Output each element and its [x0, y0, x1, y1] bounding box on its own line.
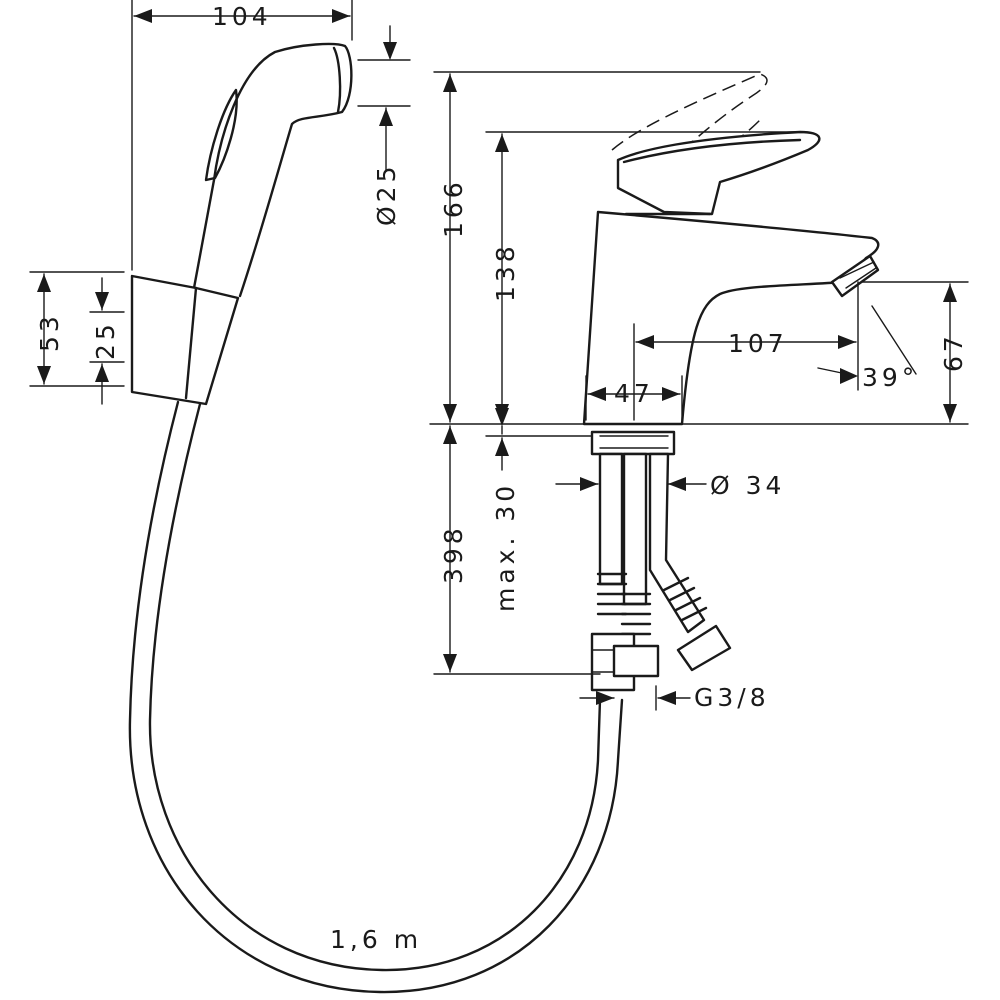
- dim-tap-height-spout: 138: [491, 242, 520, 302]
- basin-mixer: [582, 73, 880, 426]
- bidet-handset: [192, 42, 353, 298]
- tail-fittings: [590, 430, 732, 692]
- dimension-lines: [29, 0, 969, 711]
- dim-handset-diameter: Ø25: [372, 163, 401, 227]
- dim-base-width: 47: [614, 379, 654, 408]
- dim-spout-clearance: 67: [939, 332, 968, 372]
- dim-holder-height: 53: [35, 312, 64, 352]
- dim-tap-height-total: 166: [439, 178, 468, 238]
- dim-max-counter-thickness: max. 30: [491, 482, 520, 612]
- dim-tail-diameter: Ø 34: [710, 471, 785, 500]
- dim-spout-angle: 39°: [862, 363, 918, 392]
- shower-hose: [128, 400, 624, 994]
- dim-thread: G3/8: [694, 683, 770, 712]
- dim-hose-length-below: 398: [439, 524, 468, 584]
- dim-holder-inner: 25: [91, 320, 120, 360]
- dim-handset-width: 104: [212, 2, 272, 31]
- handset-holder: [130, 274, 240, 406]
- dim-spout-reach: 107: [728, 329, 788, 358]
- dim-hose-length: 1,6 m: [330, 925, 422, 954]
